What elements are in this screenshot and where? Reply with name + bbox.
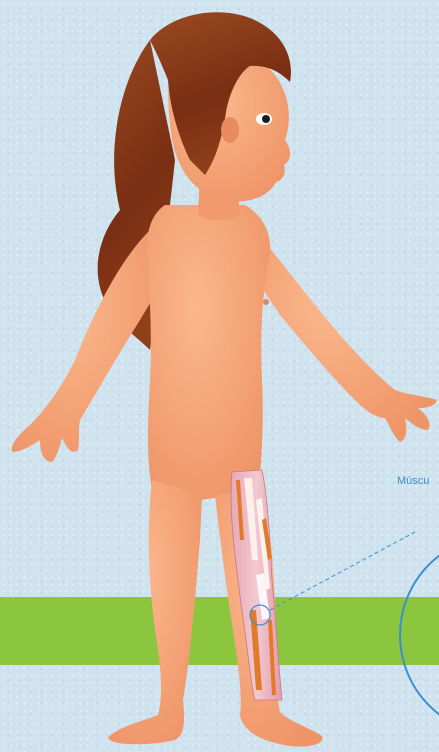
left-arm [12,230,158,462]
ear [221,117,239,143]
nipple [263,299,269,305]
ground-band [0,597,439,665]
muscle-label: Múscu [397,475,429,487]
torso [147,205,270,500]
eye [256,113,272,125]
right-arm [255,230,437,442]
